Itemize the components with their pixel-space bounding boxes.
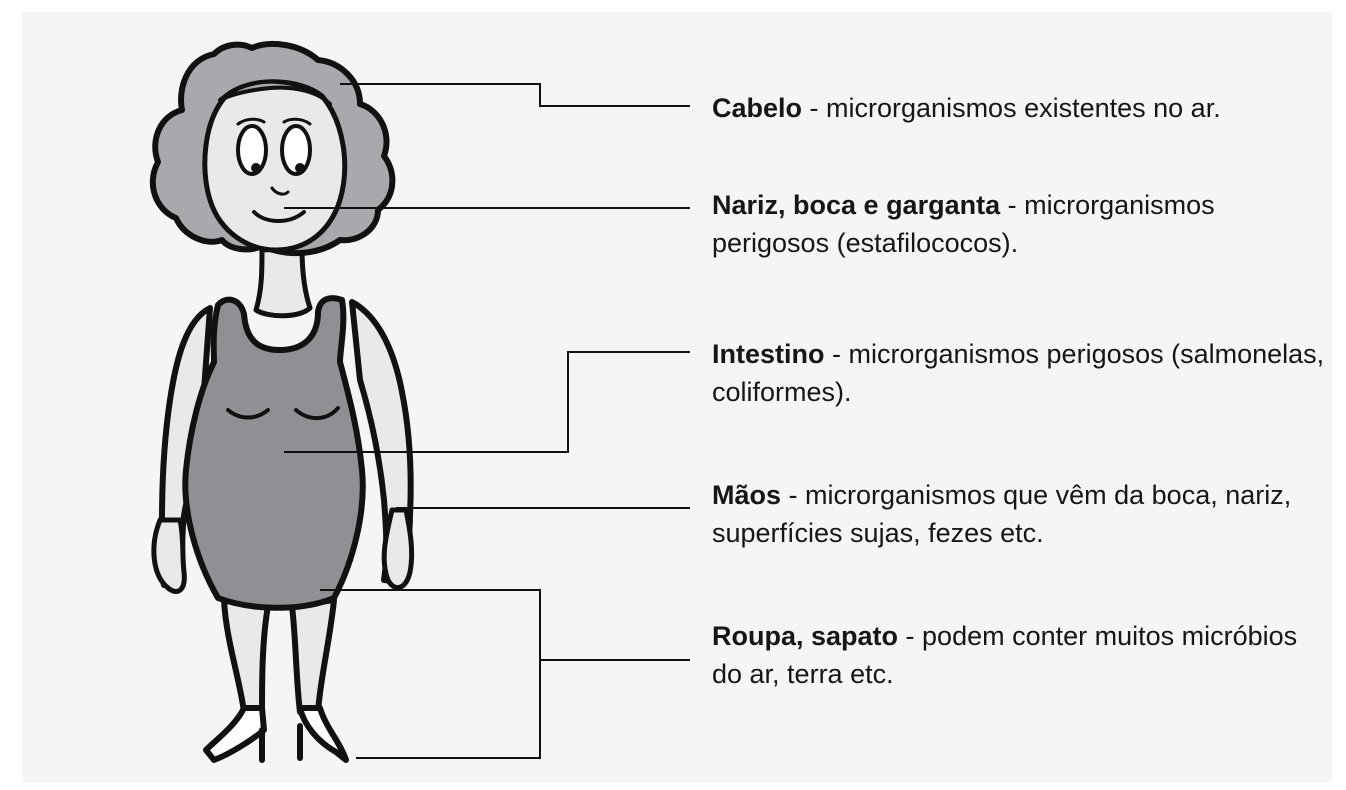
- bust-line: [294, 406, 340, 420]
- right-shoe: [297, 705, 349, 763]
- face: [202, 79, 348, 253]
- mouth: [252, 210, 306, 223]
- label-hands-desc: microrganismos que vêm da boca, nariz, s…: [712, 480, 1292, 548]
- bust-line: [226, 408, 270, 420]
- leader-gut: [284, 351, 690, 453]
- label-clothes-term: Roupa, sapato: [712, 621, 899, 651]
- leader-clothes-top: [320, 589, 690, 661]
- leader-lines: [284, 83, 690, 759]
- right-eye: [280, 124, 312, 176]
- right-brow: [282, 117, 312, 126]
- label-hair-desc: microrganismos existentes no ar.: [826, 93, 1221, 123]
- label-clothes-desc: podem conter muitos micróbios do ar, ter…: [712, 621, 1298, 689]
- label-gut-desc: microrganismos perigosos (salmonelas, co…: [712, 339, 1325, 407]
- leader-clothes-bottom: [356, 660, 541, 759]
- label-hair-separator: -: [802, 93, 827, 123]
- nose: [270, 186, 290, 196]
- label-hands: Mãos - microrganismos que vêm da boca, n…: [712, 476, 1332, 552]
- dress: [182, 295, 366, 611]
- neck: [253, 245, 313, 319]
- left-hand: [151, 517, 187, 594]
- label-clothes-separator: -: [898, 621, 923, 651]
- label-hands-separator: -: [781, 480, 806, 510]
- hair-bangs: [218, 79, 332, 106]
- label-gut-term: Intestino: [712, 339, 825, 369]
- right-hand: [381, 507, 415, 590]
- left-eye: [236, 124, 268, 176]
- label-gut-separator: -: [824, 339, 849, 369]
- label-gut: Intestino - microrganismos perigosos (sa…: [712, 335, 1332, 411]
- label-hair-term: Cabelo: [712, 93, 803, 123]
- leader-hair: [340, 83, 690, 107]
- label-nose-desc: microrganismos perigosos (estafilococos)…: [712, 190, 1215, 258]
- label-nose-term: Nariz, boca e garganta: [712, 190, 1001, 220]
- label-hands-term: Mãos: [712, 480, 782, 510]
- label-nose: Nariz, boca e garganta - microrganismos …: [712, 186, 1332, 262]
- label-nose-separator: -: [1000, 190, 1025, 220]
- label-hair: Cabelo - microrganismos existentes no ar…: [712, 89, 1332, 127]
- label-clothes: Roupa, sapato - podem conter muitos micr…: [712, 617, 1332, 693]
- woman-figure: [149, 41, 415, 763]
- right-pupil: [295, 163, 305, 173]
- left-brow: [236, 117, 266, 126]
- left-pupil: [251, 163, 261, 173]
